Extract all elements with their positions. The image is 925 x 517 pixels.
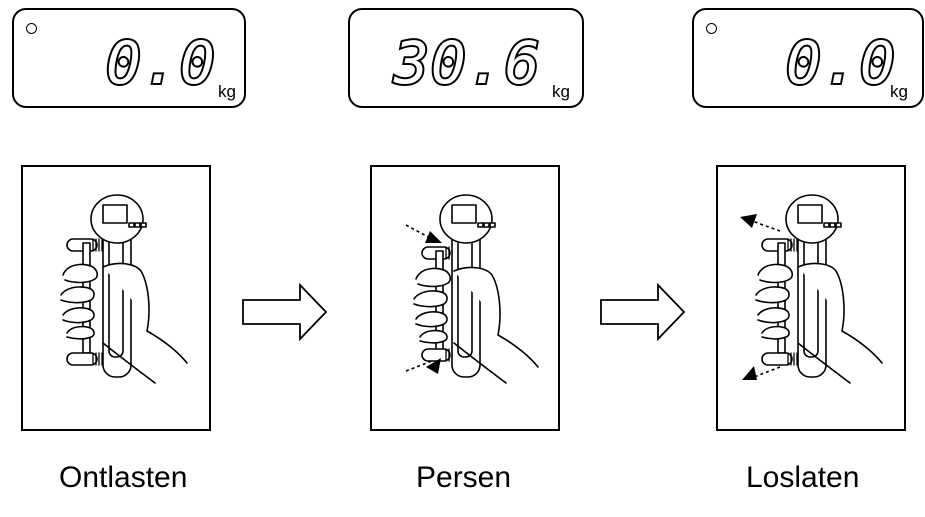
arrow-right-icon [242,282,328,342]
illustration-step-2 [370,165,560,431]
hand-dynamometer-icon [405,194,539,384]
arrow-right-icon [600,282,686,342]
display-step-3: 0.0 kg [692,8,924,108]
unit-label: kg [890,82,908,101]
hand-dynamometer-icon [740,194,883,384]
caption-step-2: Persen [416,461,512,494]
caption-step-1: Ontlasten [59,461,188,494]
illustration-step-3 [716,165,906,431]
hand-dynamometer-icon [60,194,188,384]
status-led [26,23,37,34]
weight-reading: 30.6 [392,29,542,97]
caption-step-3: Loslaten [746,461,860,494]
display-step-2: 30.6 kg [348,8,584,108]
weight-reading: 0.0 [784,29,897,97]
unit-label: kg [218,82,236,101]
display-step-1: 0.0 kg [12,8,246,108]
illustration-step-1 [21,165,211,431]
status-led [706,23,717,34]
weight-reading: 0.0 [104,29,217,97]
unit-label: kg [552,82,570,101]
